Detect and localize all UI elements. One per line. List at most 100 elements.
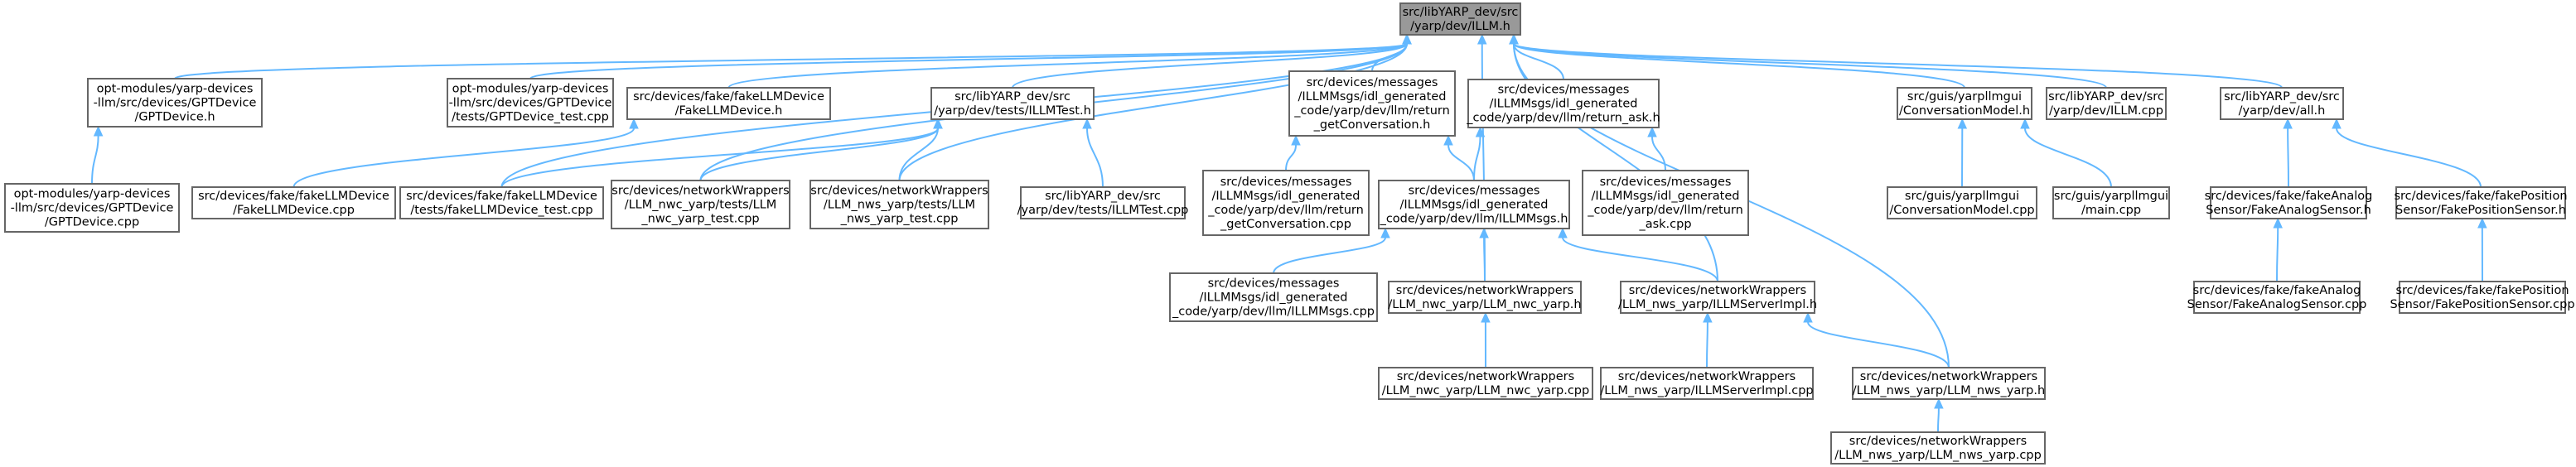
node-label-line: /FakeLLMDevice.cpp (233, 204, 355, 217)
graph-node-root[interactable]: src/libYARP_dev/src/yarp/dev/ILLM.h (1399, 2, 1521, 36)
arrowhead (2332, 118, 2342, 129)
graph-node-retconv_cpp[interactable]: src/devices/messages/ILLMMsgs/idl_genera… (1202, 170, 1370, 236)
graph-edge (2332, 118, 2482, 188)
node-box (1202, 170, 1370, 236)
node-label-line: Sensor/FakePositionSensor.h (2395, 204, 2566, 217)
graph-edge (1443, 134, 1475, 181)
graph-node-gptdevice_cpp[interactable]: opt-modules/yarp-devices-llm/src/devices… (4, 183, 180, 233)
node-label-line: /ConversationModel.h (1899, 104, 2030, 118)
node-label-line: /yarp/dev/ILLM.h (1410, 20, 1510, 33)
node-box (399, 186, 604, 219)
node-label-line: /tests/fakeLLMDevice_test.cpp (410, 204, 592, 217)
node-label-line: _code/yarp/dev/llm/return_ask.h (1466, 112, 1660, 125)
node-label-line: _code/yarp/dev/llm/ILLMMsgs.h (1380, 213, 1568, 226)
node-label-line: /LLM_nwc_yarp/LLM_nwc_yarp.h (1388, 298, 1581, 311)
graph-node-retask_cpp[interactable]: src/devices/messages/ILLMMsgs/idl_genera… (1582, 170, 1749, 236)
node-label-line: _getConversation.h (1313, 118, 1431, 132)
edge-line (91, 135, 99, 185)
graph-node-nwc_cpp[interactable]: src/devices/networkWrappers/LLM_nwc_yarp… (1378, 367, 1593, 400)
edge-line (1706, 321, 1708, 368)
arrowhead (1082, 118, 1092, 129)
arrowhead (1475, 126, 1486, 137)
node-box (2220, 87, 2344, 120)
node-label-line: Sensor/FakeAnalogSensor.h (2206, 204, 2371, 217)
edge-line (529, 43, 1408, 79)
node-box (1378, 180, 1570, 229)
node-box (1378, 367, 1593, 400)
graph-node-nws_cpp[interactable]: src/devices/networkWrappers/LLM_nws_yarp… (1830, 431, 2046, 465)
node-label-line: /LLM_nwc_yarp/LLM_nwc_yarp.cpp (1382, 384, 1589, 397)
arrowhead (2273, 217, 2283, 229)
node-label-line: src/devices/messages (1208, 277, 1340, 291)
node-label-line: src/libYARP_dev/src (955, 90, 1071, 104)
node-box (1388, 281, 1582, 314)
graph-node-gptdevice_h[interactable]: opt-modules/yarp-devices-llm/src/devices… (87, 78, 263, 128)
node-label-line: src/devices/fake/fakeLLMDevice (198, 190, 389, 203)
graph-node-all_h[interactable]: src/libYARP_dev/src/yarp/dev/all.h (2220, 87, 2344, 120)
arrowhead (2020, 118, 2030, 129)
graph-edge (1509, 33, 1718, 282)
arrowhead (629, 118, 639, 129)
arrowhead (1443, 134, 1453, 146)
graph-node-fakellm_test[interactable]: src/devices/fake/fakeLLMDevice/tests/fak… (399, 186, 604, 219)
graph-node-nws_h[interactable]: src/devices/networkWrappers/LLM_nws_yarp… (1852, 367, 2046, 400)
graph-node-srvimpl_h[interactable]: src/devices/networkWrappers/LLM_nws_yarp… (1618, 281, 1817, 314)
graph-node-gptdevice_test[interactable]: opt-modules/yarp-devices-llm/src/devices… (447, 78, 614, 128)
arrowhead (1291, 134, 1301, 146)
node-box (1897, 87, 2032, 120)
node-box (87, 78, 263, 128)
graph-node-illm_cpp[interactable]: src/libYARP_dev/src/yarp/dev/ILLM.cpp (2046, 87, 2167, 120)
node-label-line: src/devices/networkWrappers (1629, 284, 1806, 297)
graph-node-fakeanalog_cpp[interactable]: src/devices/fake/fakeAnalogSensor/FakeAn… (2187, 281, 2367, 314)
graph-node-fakeanalog_h[interactable]: src/devices/fake/fakeAnalogSensor/FakeAn… (2205, 186, 2373, 219)
node-box (1620, 281, 1815, 314)
graph-node-nws_test[interactable]: src/devices/networkWrappers/LLM_nws_yarp… (810, 180, 989, 229)
graph-node-illmmsgs_cpp[interactable]: src/devices/messages/ILLMMsgs/idl_genera… (1169, 272, 1378, 322)
node-box (1467, 79, 1660, 128)
edge-line (1447, 144, 1475, 181)
graph-node-illmmsgs_h[interactable]: src/devices/messages/ILLMMsgs/idl_genera… (1378, 180, 1570, 229)
node-box (1399, 2, 1521, 36)
graph-node-retask_h[interactable]: src/devices/messages/ILLMMsgs/idl_genera… (1466, 79, 1660, 128)
edge-line (1513, 43, 2283, 89)
graph-node-convmodel_cpp[interactable]: src/guis/yarpllmgui/ConversationModel.cp… (1887, 186, 2037, 219)
arrowhead (2283, 118, 2293, 129)
graph-node-fakellm_cpp[interactable]: src/devices/fake/fakeLLMDevice/FakeLLMDe… (191, 186, 396, 219)
graph-node-main_cpp[interactable]: src/guis/yarpllmgui/main.cpp (2052, 186, 2170, 219)
node-box (1600, 367, 1814, 400)
node-box (191, 186, 396, 219)
arrowhead (1476, 33, 1487, 45)
node-label-line: /yarp/dev/all.h (2239, 104, 2326, 118)
graph-node-srvimpl_cpp[interactable]: src/devices/networkWrappers/LLM_nws_yarp… (1600, 367, 1814, 400)
node-box (1852, 367, 2046, 400)
graph-node-retconv_h[interactable]: src/devices/messages/ILLMMsgs/idl_genera… (1288, 70, 1456, 137)
node-label-line: /yarp/dev/tests/ILLMTest.cpp (1017, 204, 1189, 217)
arrowhead (1509, 33, 1519, 45)
graph-edge (1473, 126, 1486, 181)
node-label-line: /ILLMMsgs/idl_generated (1490, 98, 1638, 111)
node-label-line: _nws_yarp_test.cpp (840, 213, 959, 226)
node-label-line: src/libYARP_dev/src (2224, 90, 2340, 104)
node-label-line: src/guis/yarpllmgui (1905, 190, 2019, 203)
edge-line (1513, 43, 1718, 282)
node-label-line: src/devices/networkWrappers (611, 185, 789, 198)
graph-node-fakellm_h[interactable]: src/devices/fake/fakeLLMDevice/FakeLLMDe… (626, 87, 831, 120)
graph-node-fakepos_cpp[interactable]: src/devices/fake/fakePositionSensor/Fake… (2390, 281, 2575, 314)
node-label-line: src/devices/messages (1307, 76, 1438, 89)
node-label-line: src/libYARP_dev/src (1403, 6, 1519, 19)
graph-edge (1803, 311, 1950, 368)
node-box (2052, 186, 2170, 219)
arrowhead (1934, 397, 1944, 409)
node-label-line: src/devices/networkWrappers (1397, 370, 1574, 383)
graph-node-fakepos_h[interactable]: src/devices/fake/fakePositionSensor/Fake… (2394, 186, 2568, 219)
graph-edge (1957, 118, 1968, 188)
graph-node-nwc_test[interactable]: src/devices/networkWrappers/LLM_nwc_yarp… (611, 180, 790, 229)
graph-node-illmtest_cpp[interactable]: src/libYARP_dev/src/yarp/dev/tests/ILLMT… (1017, 186, 1189, 219)
graph-node-nwc_h[interactable]: src/devices/networkWrappers/LLM_nwc_yarp… (1388, 281, 1582, 314)
edge-line (1371, 43, 1408, 72)
graph-edge (1479, 227, 1489, 282)
node-label-line: _code/yarp/dev/llm/return (1293, 104, 1450, 118)
node-label-line: _ask.cpp (1638, 218, 1691, 231)
graph-node-convmodel_h[interactable]: src/guis/yarpllmgui/ConversationModel.h (1897, 87, 2032, 120)
graph-node-illmtest_h[interactable]: src/libYARP_dev/src/yarp/dev/tests/ILLMT… (930, 87, 1095, 120)
